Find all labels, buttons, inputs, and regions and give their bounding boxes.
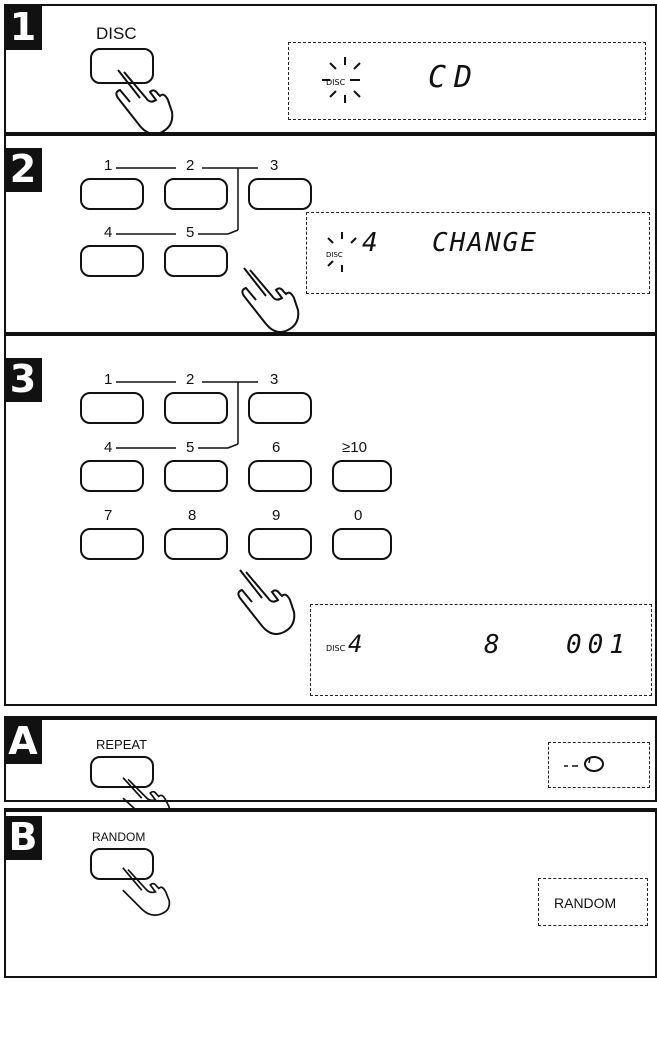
key-8-button[interactable] xyxy=(164,528,228,560)
pointing-hand-icon xyxy=(232,568,302,638)
disc-flash-icon: DISC xyxy=(320,55,370,105)
key-0-button[interactable] xyxy=(332,528,392,560)
key-10-plus-button[interactable] xyxy=(332,460,392,492)
key-5-label: 5 xyxy=(186,225,194,241)
key-4-button[interactable] xyxy=(80,245,144,277)
key-8-label: 8 xyxy=(188,508,196,524)
step-b-marker: B xyxy=(4,816,42,860)
svg-text:DISC: DISC xyxy=(326,644,346,653)
step-1-marker: 1 xyxy=(4,6,42,50)
key-0-label: 0 xyxy=(354,508,362,524)
svg-text:DISC: DISC xyxy=(326,78,346,87)
key-5-button[interactable] xyxy=(164,245,228,277)
key-4-label: 4 xyxy=(104,440,112,456)
svg-text:DISC: DISC xyxy=(326,251,343,259)
display-disc-number: 4 xyxy=(362,228,378,258)
key-1-button[interactable] xyxy=(80,392,144,424)
key-4-label: 4 xyxy=(104,225,112,241)
display-track-number: 8 xyxy=(484,630,500,660)
key-6-button[interactable] xyxy=(248,460,312,492)
key-3-label: 3 xyxy=(270,372,278,388)
repeat-button-label: REPEAT xyxy=(96,738,147,752)
disc-icon: DISC xyxy=(326,640,348,654)
key-3-label: 3 xyxy=(270,158,278,174)
disc-button-label: DISC xyxy=(96,26,137,42)
key-5-label: 5 xyxy=(186,440,194,456)
display-disc-number: 4 xyxy=(348,630,362,658)
key-5-button[interactable] xyxy=(164,460,228,492)
key-2-button[interactable] xyxy=(164,178,228,210)
step-2-marker: 2 xyxy=(4,148,42,192)
display-random-text: RANDOM xyxy=(554,895,616,911)
key-2-button[interactable] xyxy=(164,392,228,424)
key-7-label: 7 xyxy=(104,508,112,524)
key-9-button[interactable] xyxy=(248,528,312,560)
step-3-marker: 3 xyxy=(4,358,42,402)
step-a-marker: A xyxy=(4,720,42,764)
display-cd-text: CD xyxy=(428,60,480,95)
key-10-plus-label: ≥10 xyxy=(342,440,367,456)
display-change-text: CHANGE xyxy=(432,228,538,258)
key-3-button[interactable] xyxy=(248,392,312,424)
key-4-button[interactable] xyxy=(80,460,144,492)
key-2-label: 2 xyxy=(186,372,194,388)
repeat-icon xyxy=(562,750,612,780)
disc-flash-icon: DISC xyxy=(320,230,364,274)
key-6-label: 6 xyxy=(272,440,280,456)
pointing-hand-icon xyxy=(110,68,180,138)
key-1-label: 1 xyxy=(104,372,112,388)
key-1-label: 1 xyxy=(104,158,112,174)
key-9-label: 9 xyxy=(272,508,280,524)
pointing-hand-icon xyxy=(236,266,306,336)
display-time: 001 xyxy=(566,630,631,660)
key-7-button[interactable] xyxy=(80,528,144,560)
pointing-hand-icon xyxy=(116,866,176,916)
key-1-button[interactable] xyxy=(80,178,144,210)
key-2-label: 2 xyxy=(186,158,194,174)
key-3-button[interactable] xyxy=(248,178,312,210)
random-button-label: RANDOM xyxy=(92,830,145,844)
